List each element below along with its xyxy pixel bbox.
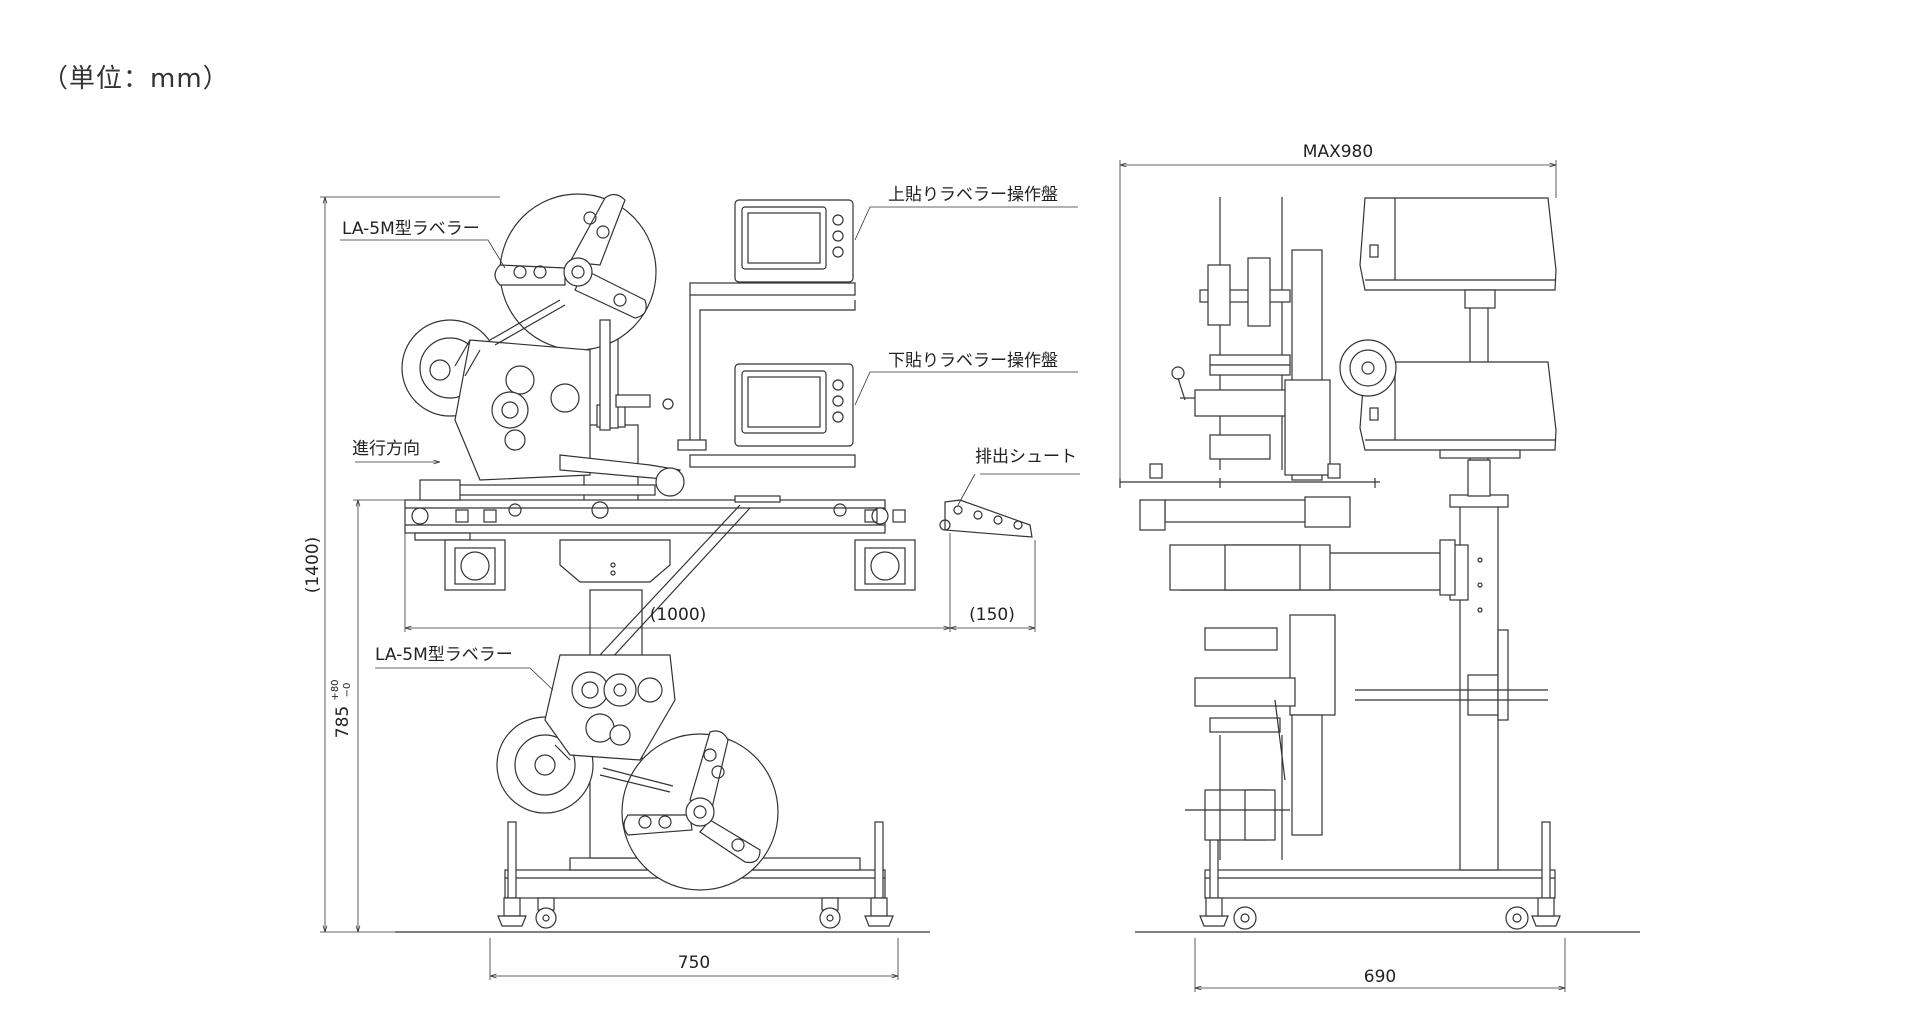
label-upper-panel: 上貼りラベラー操作盤 bbox=[888, 185, 1058, 205]
side-upper-labeler bbox=[1171, 197, 1397, 481]
side-lower-labeler bbox=[1185, 614, 1336, 860]
front-dimensions bbox=[320, 196, 1036, 980]
label-chute: 排出シュート bbox=[975, 447, 1077, 467]
dim-base-width-side: 690 bbox=[1364, 967, 1396, 987]
front-leaders bbox=[340, 206, 1080, 691]
dim-max-width-side: MAX980 bbox=[1303, 142, 1373, 162]
upper-operation-panel bbox=[734, 199, 854, 283]
lower-labeler bbox=[496, 654, 779, 891]
dim-total-height: (1400) bbox=[303, 537, 323, 594]
dim-base-width-front: 750 bbox=[678, 953, 710, 973]
front-view: LA-5M型ラベラー 上貼りラベラー操作盤 下貼りラベラー操作盤 進行方向 排出… bbox=[303, 185, 1080, 980]
dim-tolerance-minus: −0 bbox=[342, 683, 353, 698]
conveyor bbox=[404, 479, 1033, 591]
side-view: MAX980 690 bbox=[1119, 142, 1640, 992]
dim-chute-length: (150) bbox=[969, 605, 1015, 625]
dim-tolerance-plus: +80 bbox=[330, 679, 341, 700]
unit-note: （単位：mm） bbox=[42, 64, 230, 94]
label-lower-panel: 下貼りラベラー操作盤 bbox=[888, 351, 1058, 371]
dim-conveyor-length: (1000) bbox=[650, 605, 707, 625]
lower-operation-panel bbox=[734, 363, 854, 447]
side-lower-panel bbox=[1359, 361, 1557, 459]
side-conveyor bbox=[1119, 463, 1456, 596]
side-dimensions bbox=[1119, 160, 1566, 992]
label-lower-labeler: LA-5M型ラベラー bbox=[375, 645, 513, 665]
side-base-frame bbox=[1199, 821, 1561, 930]
side-upper-panel bbox=[1359, 197, 1557, 309]
dim-conveyor-height: 785 bbox=[333, 706, 353, 738]
label-direction: 進行方向 bbox=[352, 439, 420, 459]
upper-labeler bbox=[401, 193, 685, 497]
label-upper-labeler: LA-5M型ラベラー bbox=[342, 219, 480, 239]
